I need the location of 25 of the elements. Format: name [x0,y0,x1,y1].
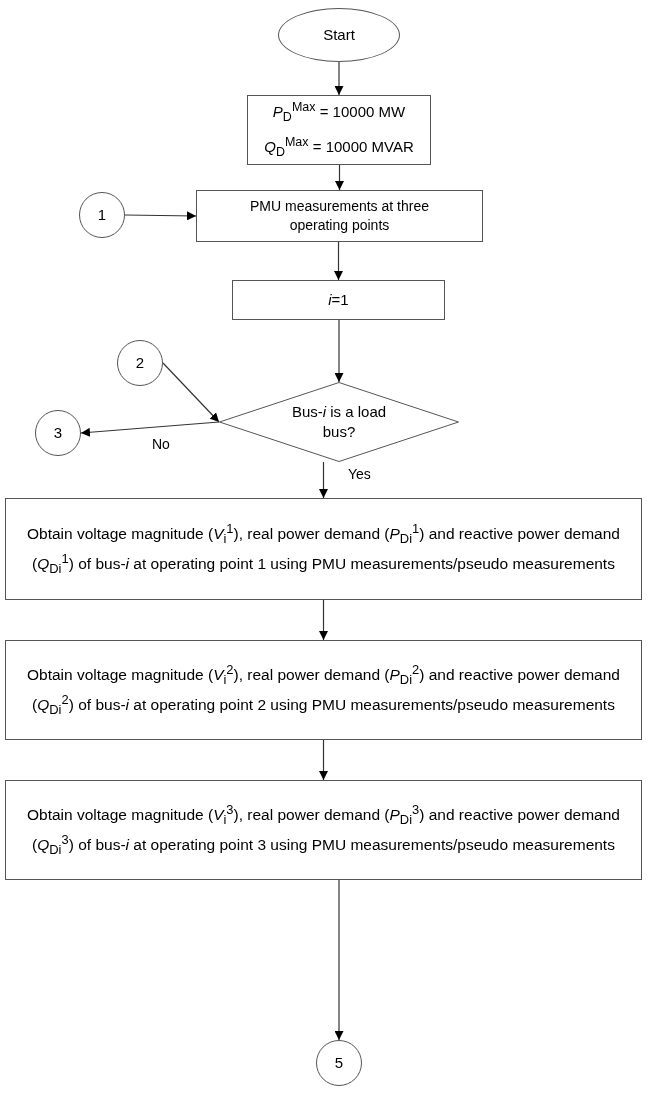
decision-diamond: Bus-i is a load bus? [219,382,459,462]
edge-label: Yes [346,466,373,482]
connector-circle: 1 [79,192,125,238]
arrow [334,319,344,383]
process-box: i=1 [232,280,445,320]
arrow [124,211,197,221]
process-box: Obtain voltage magnitude (V$_{i}$$^{2}$), real power demand (P$_{Di}$$^{2}$) and reactive power demand (Q$_{Di}$$^{2}$) of bus-i at operating point 2 using PMU measurements/pseudo measurements [5,640,642,740]
arrow [334,879,344,1041]
arrow [319,599,328,641]
process-box: Obtain voltage magnitude (V$_{i}$$^{3}$), real power demand (P$_{Di}$$^{3}$) and reactive power demand (Q$_{Di}$$^{3}$) of bus-i at operating point 3 using PMU measurements/pseudo measurements [5,780,642,880]
arrow [80,421,220,437]
connector-circle: 3 [35,410,81,456]
arrow [162,362,220,423]
arrow [334,241,343,281]
process-box: PMU measurements at three operating points [196,190,483,242]
arrow [319,461,328,499]
connector-circle: 5 [316,1040,362,1086]
arrow [319,739,328,781]
edge-label: No [150,436,172,452]
arrow [334,61,344,96]
connector-circle: 2 [117,340,163,386]
start-terminal: Start [278,8,400,62]
process-box: P$_{D}$$^{Max}$ = 10000 MW Q$_{D}$$^{Max}$ = 10000 MVAR [247,95,431,165]
arrow [335,164,344,191]
process-box: Obtain voltage magnitude (V$_{i}$$^{1}$), real power demand (P$_{Di}$$^{1}$) and reactive power demand (Q$_{Di}$$^{1}$) of bus-i at operating point 1 using PMU measurements/pseudo measurements [5,498,642,600]
